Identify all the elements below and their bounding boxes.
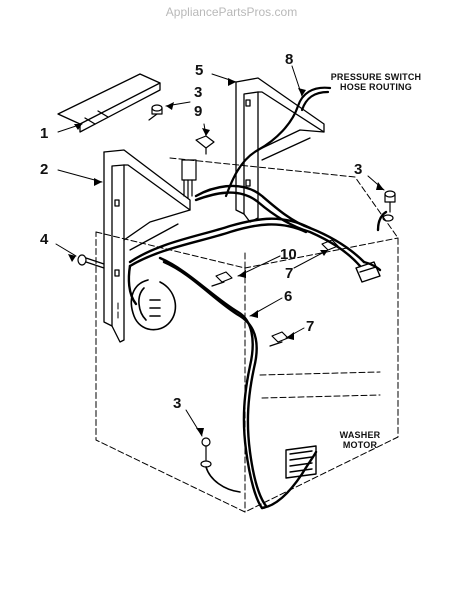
callout-7-upper: 7 bbox=[285, 265, 294, 282]
right-side-bracket bbox=[235, 77, 325, 223]
watermark: AppliancePartsPros.com bbox=[165, 5, 298, 19]
callout-3-bottom: 3 bbox=[173, 395, 182, 412]
wire-harness bbox=[127, 184, 388, 510]
wire-clip-7-lower bbox=[269, 331, 289, 347]
leader-lines bbox=[55, 65, 385, 437]
top-bracket-plate bbox=[57, 73, 161, 133]
screw-top bbox=[148, 104, 163, 121]
arrowheads bbox=[68, 78, 384, 436]
screw-right bbox=[382, 190, 396, 222]
pressure-switch-hose bbox=[224, 86, 332, 198]
callout-1: 1 bbox=[40, 125, 49, 142]
washer-motor-note: WASHER MOTOR bbox=[332, 430, 388, 451]
connector-block bbox=[181, 159, 197, 199]
pressure-switch-note-line2: HOSE ROUTING bbox=[340, 82, 412, 93]
washer-motor-note-line2: MOTOR bbox=[342, 440, 378, 451]
callout-4: 4 bbox=[40, 231, 49, 248]
callout-7-lower: 7 bbox=[306, 318, 315, 335]
pressure-switch-connector bbox=[355, 261, 381, 283]
callout-2: 2 bbox=[40, 161, 49, 178]
harness-coil bbox=[130, 279, 177, 331]
callout-10: 10 bbox=[280, 246, 297, 263]
callout-3-top: 3 bbox=[194, 84, 203, 101]
callout-9: 9 bbox=[194, 103, 203, 120]
pressure-switch-note-line1: PRESSURE SWITCH bbox=[330, 72, 422, 82]
callout-5: 5 bbox=[195, 62, 204, 79]
screw-bottom bbox=[200, 437, 241, 493]
pressure-switch-note: PRESSURE SWITCH HOSE ROUTING bbox=[328, 72, 424, 93]
left-side-bracket bbox=[103, 149, 191, 343]
hose-clip bbox=[195, 135, 215, 155]
screw-left bbox=[77, 254, 105, 269]
washer-motor-note-line1: WASHER bbox=[339, 430, 381, 440]
wire-clip-7-upper bbox=[321, 239, 339, 251]
callout-8: 8 bbox=[285, 51, 294, 68]
callout-6: 6 bbox=[284, 288, 293, 305]
wire-clip-10 bbox=[211, 271, 233, 287]
callout-3-right: 3 bbox=[354, 161, 363, 178]
motor-connector bbox=[285, 445, 317, 479]
